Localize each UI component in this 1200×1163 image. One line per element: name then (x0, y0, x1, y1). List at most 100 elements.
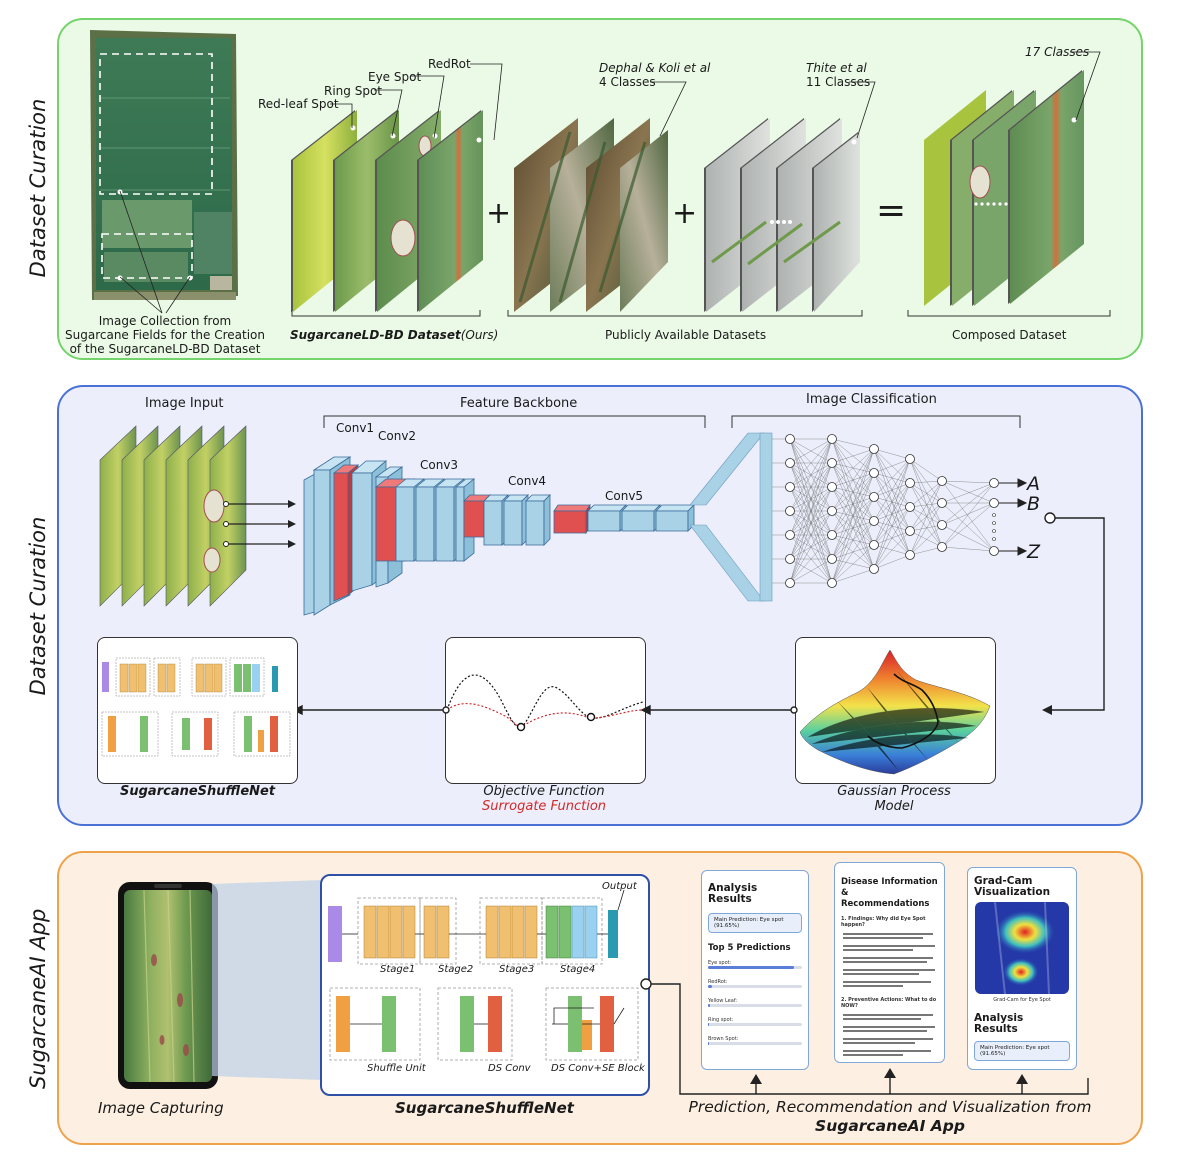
network-edge (941, 524, 995, 552)
ours-dataset-label: SugarcaneLD-BD Dataset(Ours) (290, 328, 498, 342)
prediction-label: RedRot: (708, 979, 728, 985)
output-a-label: A (1027, 473, 1040, 495)
network-node (869, 468, 879, 478)
network-edge (909, 524, 943, 556)
main-prediction-pill: Main Prediction: Eye spot (91.65%) (708, 913, 802, 933)
network-node (827, 506, 837, 516)
composed-pointer (1070, 51, 1101, 121)
stage2-label: Stage2 (438, 964, 474, 975)
network-node (827, 578, 837, 588)
gradcam-main-prediction-pill: Main Prediction: Eye spot (91.65%) (974, 1041, 1070, 1061)
network-edge (873, 448, 911, 460)
output-z-label: Z (1027, 541, 1041, 563)
network-node (937, 520, 947, 530)
phone-notch (154, 884, 182, 888)
network-edge (873, 554, 911, 570)
network-edge (831, 448, 875, 464)
network-edge (789, 558, 833, 584)
disease-info-title-line2: & Recommendations (841, 888, 930, 909)
shuffle-unit-label: Shuffle Unit (367, 1063, 426, 1074)
network-node (785, 434, 795, 444)
gradcam-results-title: Analysis Results (974, 1012, 1024, 1035)
network-edge (789, 462, 833, 584)
backbone-bracket (323, 415, 1021, 428)
network-edge (941, 480, 995, 484)
network-edge (941, 482, 995, 548)
shufflenet-main-label: SugarcaneShuffleNet (395, 1099, 574, 1117)
model-flow-arrows (292, 704, 798, 716)
output-label: Output (602, 881, 637, 892)
network-edge (941, 480, 995, 552)
app-caption: Prediction, Recommendation and Visualiza… (650, 1098, 1130, 1136)
phone-projection (212, 880, 322, 1080)
network-edge (909, 546, 943, 556)
network-node (827, 458, 837, 468)
gradcam-image-caption: Grad-Cam for Eye Spot (993, 997, 1051, 1003)
network-edge (909, 506, 943, 548)
field-caption: Image Collection from Sugarcane Fields f… (60, 314, 270, 356)
network-node (937, 476, 947, 486)
classification-network (690, 432, 1028, 602)
class-label-red-leaf-spot: Red-leaf Spot (258, 97, 339, 111)
gp-label-line1: Gaussian Process (837, 784, 951, 799)
network-edge (909, 482, 943, 526)
network-edge (873, 458, 911, 570)
prediction-item: RedRot: (708, 979, 802, 988)
network-edge (873, 506, 911, 570)
composed-classes-label: 17 Classes (1025, 45, 1090, 59)
thite-pointer (849, 81, 876, 139)
preventive-question: 2. Preventive Actions: What to do NOW? (841, 997, 937, 1009)
network-node (905, 526, 915, 536)
network-edge (941, 502, 995, 548)
shufflenet-mini-diagram (101, 657, 291, 757)
gradcam-title-line2: Visualization (974, 886, 1051, 898)
ds-conv-se-label: DS Conv+SE Block (551, 1063, 645, 1074)
network-node (989, 478, 999, 488)
prediction-bar (708, 1023, 709, 1026)
network-edge (909, 480, 943, 484)
network-edge (831, 568, 875, 584)
network-node (869, 492, 879, 502)
image-classification-label: Image Classification (806, 392, 937, 407)
network-edge (873, 458, 911, 474)
image-input-label: Image Input (145, 396, 224, 411)
image-capturing-label: Image Capturing (98, 1099, 224, 1117)
gp-label-line2: Model (874, 799, 914, 814)
network-node (785, 506, 795, 516)
section-title-model: Dataset Curation (26, 516, 50, 696)
prediction-item: Yellow Leaf: (708, 998, 802, 1007)
network-edge (909, 480, 943, 532)
network-edge (831, 544, 875, 584)
network-edge (941, 480, 995, 504)
dephal-pointer (650, 81, 687, 137)
network-edge (909, 458, 943, 482)
ours-dataset-name: SugarcaneLD-BD Dataset (290, 328, 461, 342)
network-edge (909, 524, 943, 532)
network-edge (789, 486, 833, 584)
dephal-label-line1: Dephal & Koli et al (599, 61, 711, 75)
network-node (905, 502, 915, 512)
prediction-item: Ring spot: (708, 1017, 802, 1026)
objective-label-text: Objective Function (483, 784, 605, 799)
equals-sign: = (876, 190, 907, 231)
findings-question: 1. Findings: Why did Eye Spot happen? (841, 916, 926, 928)
network-node (785, 578, 795, 588)
network-node (989, 498, 999, 508)
section-title-dataset-curation: Dataset Curation (26, 98, 50, 278)
network-node (827, 530, 837, 540)
stage3-label: Stage3 (499, 964, 535, 975)
feature-backbone-label: Feature Backbone (460, 396, 578, 411)
prediction-list: Eye spot: RedRot: Yellow Leaf: Ring spot… (708, 960, 802, 1045)
prediction-bar (708, 1042, 709, 1045)
analysis-results-card: Analysis Results Main Prediction: Eye sp… (701, 870, 809, 1070)
network-edge (909, 458, 943, 526)
network-edge (789, 510, 833, 584)
network-edge (909, 502, 943, 556)
public-datasets-label: Publicly Available Datasets (605, 328, 767, 342)
feedback-connector (1042, 512, 1105, 715)
network-node (937, 498, 947, 508)
network-edge (831, 438, 875, 450)
network-edge (789, 438, 833, 512)
network-edge (909, 482, 943, 548)
network-edge (831, 448, 875, 488)
